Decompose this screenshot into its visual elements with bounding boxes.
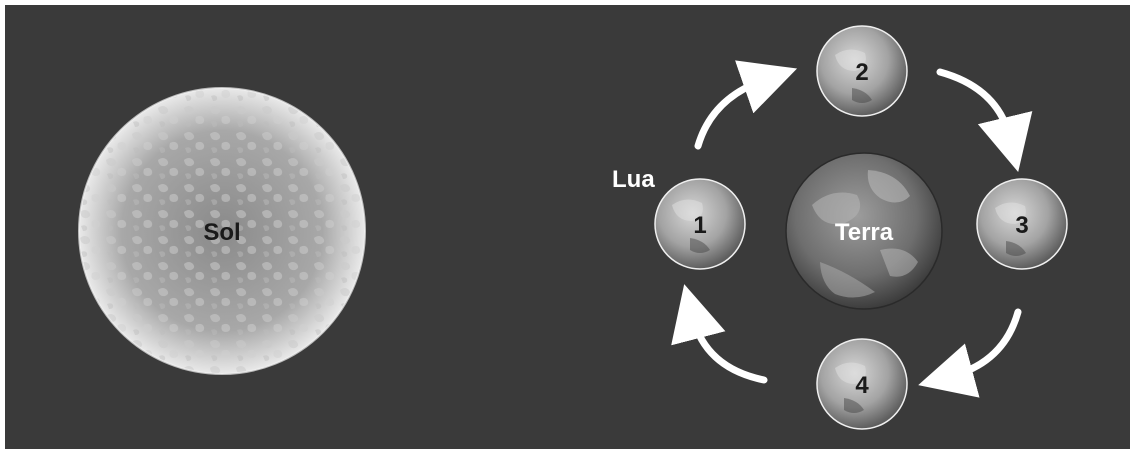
moon-number-2: 2 (855, 59, 868, 86)
moon-position-1: 1 (655, 179, 745, 269)
moon-number-1: 1 (693, 212, 706, 239)
moon-number-3: 3 (1015, 212, 1028, 239)
sun-label: Sol (203, 219, 240, 246)
sun: Sol (79, 88, 365, 374)
moon-position-2: 2 (817, 26, 907, 116)
earth: Terra (786, 153, 942, 309)
earth-label: Terra (835, 219, 894, 246)
moon-position-3: 3 (977, 179, 1067, 269)
moon-position-4: 4 (817, 339, 907, 429)
moon-label: Lua (612, 166, 655, 193)
moon-number-4: 4 (855, 372, 869, 399)
